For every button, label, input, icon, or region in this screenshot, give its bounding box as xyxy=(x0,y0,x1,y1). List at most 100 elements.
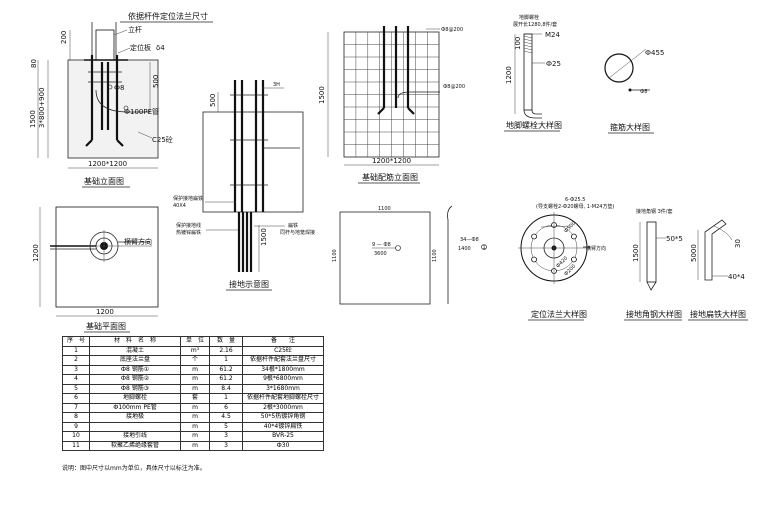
bom-cell-no: 1 xyxy=(62,345,90,356)
plate-thickness: δ4 xyxy=(156,44,165,52)
bom-cell-unit: 个 xyxy=(180,355,210,366)
rebar-length: 3600 xyxy=(374,251,387,257)
bom-cell-unit: m xyxy=(180,440,210,451)
flatbar-length: 5000 xyxy=(690,244,698,262)
bom-cell-qty: 61.2 xyxy=(209,364,243,375)
bom-cell-name: 底座法兰盘 xyxy=(89,355,181,366)
flange-caption: 定位法兰大样图 xyxy=(531,309,587,319)
flange-bolt-hole xyxy=(571,233,577,240)
bom-cell-name: Ф8 钢筋② xyxy=(89,374,181,385)
bom-cell-qty: 61.2 xyxy=(209,374,243,385)
bom-header-row: 序 号 材 料 名 称 单 位 数 量 备 注 xyxy=(62,336,324,347)
cage-width-dim: 1200*1200 xyxy=(372,157,411,165)
drawing-note: 说明：图中尺寸以mm为单位，具体尺寸以标注为准。 xyxy=(62,465,206,472)
stirrup-diameter: Ф455 xyxy=(645,49,664,57)
bom-cell-name: Ф8 钢筋① xyxy=(89,364,181,375)
angle-title: 接地角钢 3件/套 xyxy=(636,208,672,215)
flatbar-caption: 接地扁铁大样图 xyxy=(690,309,746,319)
rebar-right-dim: 1100 xyxy=(432,249,438,262)
bom-cell-note: 50*5热镀锌角钢 xyxy=(242,412,324,423)
bom-cell-note: 依据杆件配套法兰盘尺寸 xyxy=(242,355,324,366)
angle-bar xyxy=(646,221,657,283)
bom-cell-unit: 套 xyxy=(180,393,210,404)
bom-cell-unit: m xyxy=(180,383,210,394)
hook-number: 1 xyxy=(483,245,486,251)
bolt-thread-line xyxy=(523,50,533,54)
flange-bolt-hole xyxy=(571,256,577,263)
bom-cell-no: 11 xyxy=(62,440,90,451)
angle-caption: 接地角钢大样图 xyxy=(626,309,682,319)
bom-cell-unit: m xyxy=(180,421,210,432)
bom-cell-name: 接地引线 xyxy=(89,431,181,442)
width-dim: 1200*1200 xyxy=(88,160,127,168)
flange-detail: 6-Ф25.5 (导支螺栓2-Ф20螺母, 1-M24方垫) Ф500 Ф420… xyxy=(518,197,614,321)
bolt-thread-line xyxy=(523,44,533,48)
bom-col-note: 备 注 xyxy=(242,336,324,347)
grounding-caption: 接地示意图 xyxy=(229,279,269,289)
bom-cell-no: 2 xyxy=(62,355,90,366)
grounding-weld-label2: 同杆与地笼焊接 xyxy=(280,229,315,236)
grounding-weld-label: 扁铁 xyxy=(288,222,298,229)
angle-length: 1500 xyxy=(632,244,640,262)
flange-hole-note: (导支螺栓2-Ф20螺母, 1-M24方垫) xyxy=(536,203,614,210)
bolt-shank xyxy=(523,33,533,111)
cage-tag-top: Ф8@200 xyxy=(441,27,463,33)
hook-length: 1400 xyxy=(458,246,471,252)
bom-col-no: 序 号 xyxy=(62,336,90,347)
flatbar-spec: 40*4 xyxy=(728,273,745,281)
bom-cell-name: Ф8 钢筋③ xyxy=(89,383,181,394)
rebar-left-dim: 1100 xyxy=(332,249,338,262)
rebar-detail: 1100 1100 1100 9 — Ф8 3600 34—Ф8 1400 1 xyxy=(332,205,487,305)
grounding-angle-detail: 接地角钢 3件/套 1500 50*5 接地角钢大样图 xyxy=(624,208,683,321)
pole-stub xyxy=(95,29,115,61)
cover-dim: 80 xyxy=(30,59,38,68)
bom-cell-qty: 6 xyxy=(209,402,243,413)
anchor-bolt-detail: 地脚螺栓 展开长1280,8件/套 M24 100 1200 Ф25 地脚螺栓大… xyxy=(504,14,562,132)
flange-size-label: 依据杆件定位法兰尺寸 xyxy=(128,11,208,21)
grounding-lead-label: 保护接地线 xyxy=(176,222,201,229)
bom-cell-note: 9根*6800mm xyxy=(242,374,324,385)
grounding-diagram: 3H 500 保护接地扁铁 40X4 保护接地线 热镀锌扁铁 扁铁 同杆与地笼焊… xyxy=(173,80,315,291)
bom-cell-no: 7 xyxy=(62,402,90,413)
bom-cell-name: 地脚螺栓 xyxy=(89,393,181,404)
bom-cell-qty: 3 xyxy=(209,440,243,451)
pipe-label: Ф100PE管 xyxy=(124,107,159,116)
bolt-thread-line xyxy=(523,41,533,45)
bolt-thread-line xyxy=(523,38,533,42)
bom-cell-unit: m xyxy=(180,364,210,375)
bolt-caption: 地脚螺栓大样图 xyxy=(506,120,562,130)
bom-cell-note: 依据杆件配套地脚螺栓尺寸 xyxy=(242,393,324,404)
bom-cell-no: 4 xyxy=(62,374,90,385)
bom-cell-unit: m xyxy=(180,374,210,385)
grounding-pipe-label: 3H xyxy=(273,82,280,88)
bom-cell-no: 6 xyxy=(62,393,90,404)
bom-cell-name: 接地极 xyxy=(89,412,181,423)
flat-bar-shape xyxy=(704,219,727,281)
cage-elevation: Ф8@200 Ф8@200 1500 1200*1200 基础配筋立面图 xyxy=(318,26,465,184)
foundation-plan: 横臂方向 1200 1200 基础平面图 xyxy=(32,206,159,333)
bom-cell-unit: m³ xyxy=(180,345,210,356)
bolt-thread: M24 xyxy=(545,31,560,39)
bolt-length: 1200 xyxy=(505,66,513,84)
grounding-lead-spec: 热镀锌扁铁 xyxy=(176,229,201,236)
bom-cell-name: 混凝土 xyxy=(89,345,181,356)
bolt-title: 地脚螺栓 xyxy=(519,14,539,21)
bom-cell-unit: m xyxy=(180,431,210,442)
bom-cell-note: BVR-25 xyxy=(242,431,324,442)
foundation-elevation: 依据杆件定位法兰尺寸 立杆 定位板 δ4 200 80 3*800+900 15… xyxy=(29,11,213,188)
flange-bolt-hole xyxy=(531,233,537,240)
bom-cell-note: 3*1680mm xyxy=(242,383,324,394)
bom-cell-qty: 3 xyxy=(209,431,243,442)
bom-cell-no: 10 xyxy=(62,431,90,442)
flat-bar-detail: 5000 30 40*4 接地扁铁大样图 xyxy=(688,219,748,321)
stirrup-ring xyxy=(604,53,634,83)
bom-cell-note: Ф30 xyxy=(242,440,324,451)
rebar-mark: 9 — Ф8 xyxy=(372,242,391,248)
